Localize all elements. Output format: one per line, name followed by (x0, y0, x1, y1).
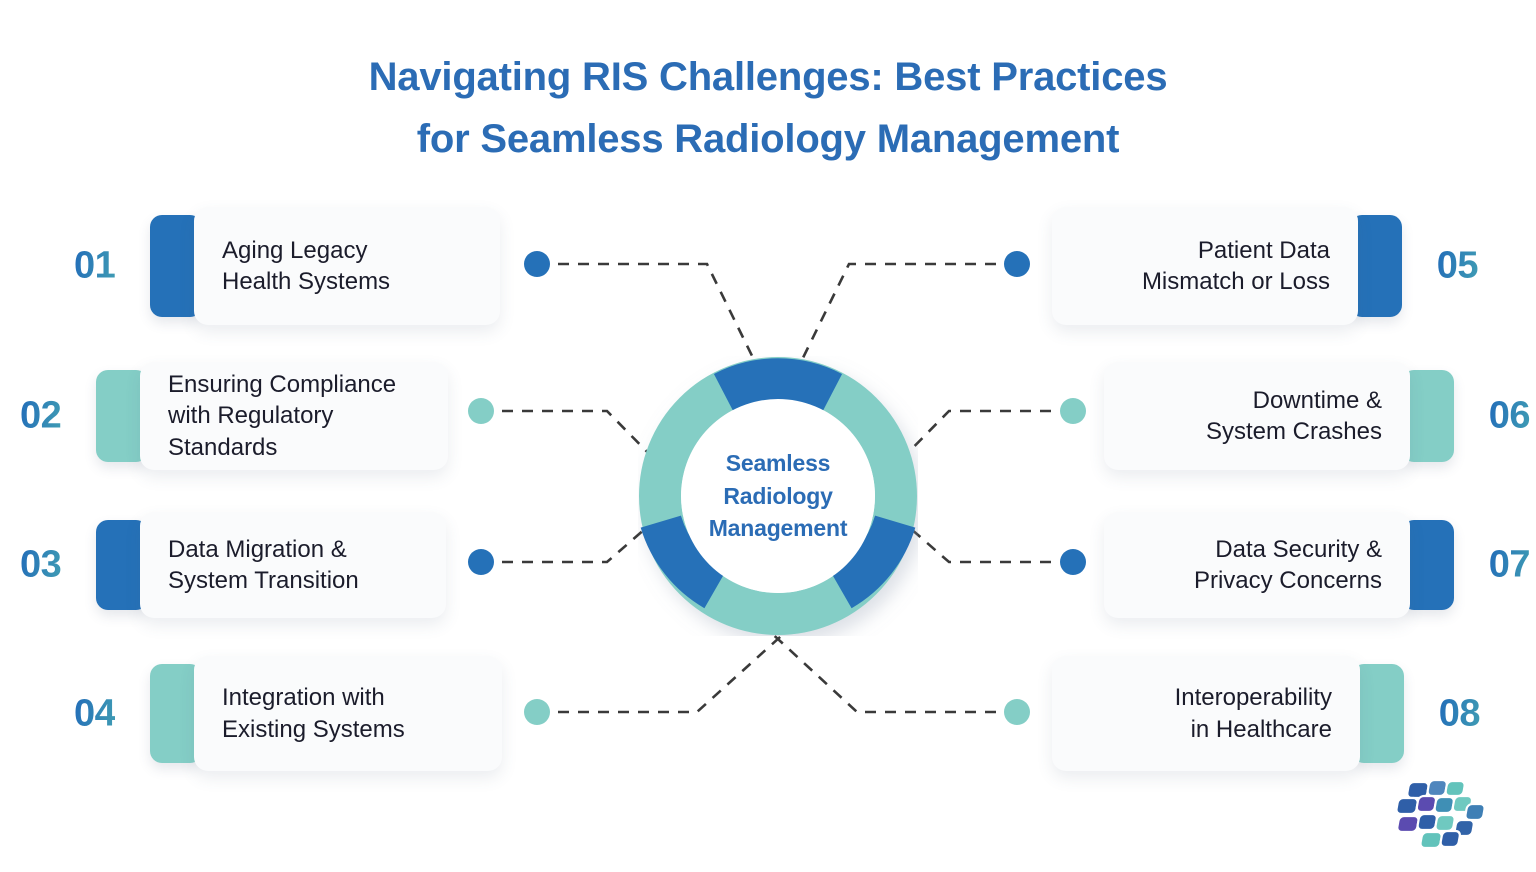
card-label-06: Downtime & System Crashes (1205, 386, 1382, 445)
card-label-02: Ensuring Compliance with Regulatory Stan… (168, 371, 397, 461)
connector-dot-03 (468, 549, 494, 575)
card-accent-tab-01 (150, 215, 202, 317)
card-panel-02: Ensuring Compliance with Regulatory Stan… (140, 362, 448, 470)
center-line-2: Radiology (723, 482, 833, 509)
card-accent-tab-06 (1402, 370, 1454, 462)
challenge-card-01[interactable]: 01 Aging Legacy Health Systems (74, 207, 500, 325)
card-number-07: 07 (1488, 543, 1531, 586)
card-panel-01: Aging Legacy Health Systems (194, 207, 500, 325)
card-number-02: 02 (20, 394, 62, 437)
center-line-1: Seamless (725, 450, 831, 477)
tessellated-cross-logo-icon (1395, 778, 1486, 850)
card-label-05: Patient Data Mismatch or Loss (1141, 236, 1330, 295)
card-label-08: Interoperability in Healthcare (1174, 684, 1332, 743)
card-accent-tab-02 (96, 370, 148, 462)
donut-segment-3-blue (640, 514, 727, 609)
challenge-card-02[interactable]: 02 Ensuring Compliance with Regulatory S… (20, 362, 448, 470)
donut-segment-1-blue (713, 358, 843, 412)
title-line-1: Navigating RIS Challenges: Best Practice… (368, 55, 1168, 99)
card-panel-08: Interoperability in Healthcare (1052, 656, 1360, 771)
page-title: Navigating RIS Challenges: Best Practice… (0, 46, 1536, 170)
connector-dot-02 (468, 398, 494, 424)
card-accent-tab-08 (1352, 664, 1404, 763)
center-donut: Seamless Radiology Management (638, 356, 918, 636)
card-label-04: Integration with Existing Systems (222, 684, 405, 743)
connector-dot-06 (1060, 398, 1086, 424)
card-panel-07: Data Security & Privacy Concerns (1104, 512, 1410, 618)
card-number-05: 05 (1436, 244, 1479, 287)
card-label-07: Data Security & Privacy Concerns (1193, 535, 1382, 594)
donut-rings (639, 357, 917, 635)
challenge-card-04[interactable]: 04 Integration with Existing Systems (74, 656, 502, 771)
connector-path-01 (558, 262, 759, 367)
card-number-03: 03 (20, 543, 62, 586)
connector-dot-08 (1004, 699, 1030, 725)
connector-dot-01 (524, 251, 550, 277)
challenge-card-03[interactable]: 03 Data Migration & System Transition (20, 512, 446, 618)
brand-logo (1395, 778, 1504, 860)
card-panel-06: Downtime & System Crashes (1104, 362, 1410, 470)
card-accent-tab-07 (1402, 520, 1454, 610)
connector-path-05 (797, 262, 996, 367)
donut-segment-4-blue (829, 514, 916, 609)
card-number-04: 04 (74, 692, 116, 734)
challenge-card-08[interactable]: 08 Interoperability in Healthcare (1052, 656, 1481, 771)
card-accent-tab-05 (1350, 215, 1402, 317)
connector-path-08 (765, 627, 996, 714)
center-line-3: Management (708, 515, 848, 542)
card-accent-tab-04 (150, 664, 202, 763)
challenge-card-07[interactable]: 07 Data Security & Privacy Concerns (1104, 512, 1531, 618)
connector-dot-05 (1004, 251, 1030, 277)
title-line-2: for Seamless Radiology Management (416, 117, 1120, 161)
connector-path-04 (558, 627, 791, 714)
connector-dot-07 (1060, 549, 1086, 575)
card-label-03: Data Migration & System Transition (168, 535, 359, 594)
card-accent-tab-03 (96, 520, 148, 610)
connector-path-06 (894, 409, 1051, 467)
card-panel-04: Integration with Existing Systems (194, 656, 502, 771)
center-hub: Seamless Radiology Management (681, 399, 875, 593)
card-number-08: 08 (1438, 692, 1481, 734)
card-number-01: 01 (74, 244, 116, 287)
card-panel-03: Data Migration & System Transition (140, 512, 446, 618)
challenge-card-05[interactable]: 05 Patient Data Mismatch or Loss (1052, 207, 1479, 325)
card-panel-05: Patient Data Mismatch or Loss (1052, 207, 1358, 325)
card-number-06: 06 (1488, 394, 1531, 437)
connector-dot-04 (524, 699, 550, 725)
challenge-card-06[interactable]: 06 Downtime & System Crashes (1104, 362, 1531, 470)
card-label-01: Aging Legacy Health Systems (222, 236, 391, 295)
